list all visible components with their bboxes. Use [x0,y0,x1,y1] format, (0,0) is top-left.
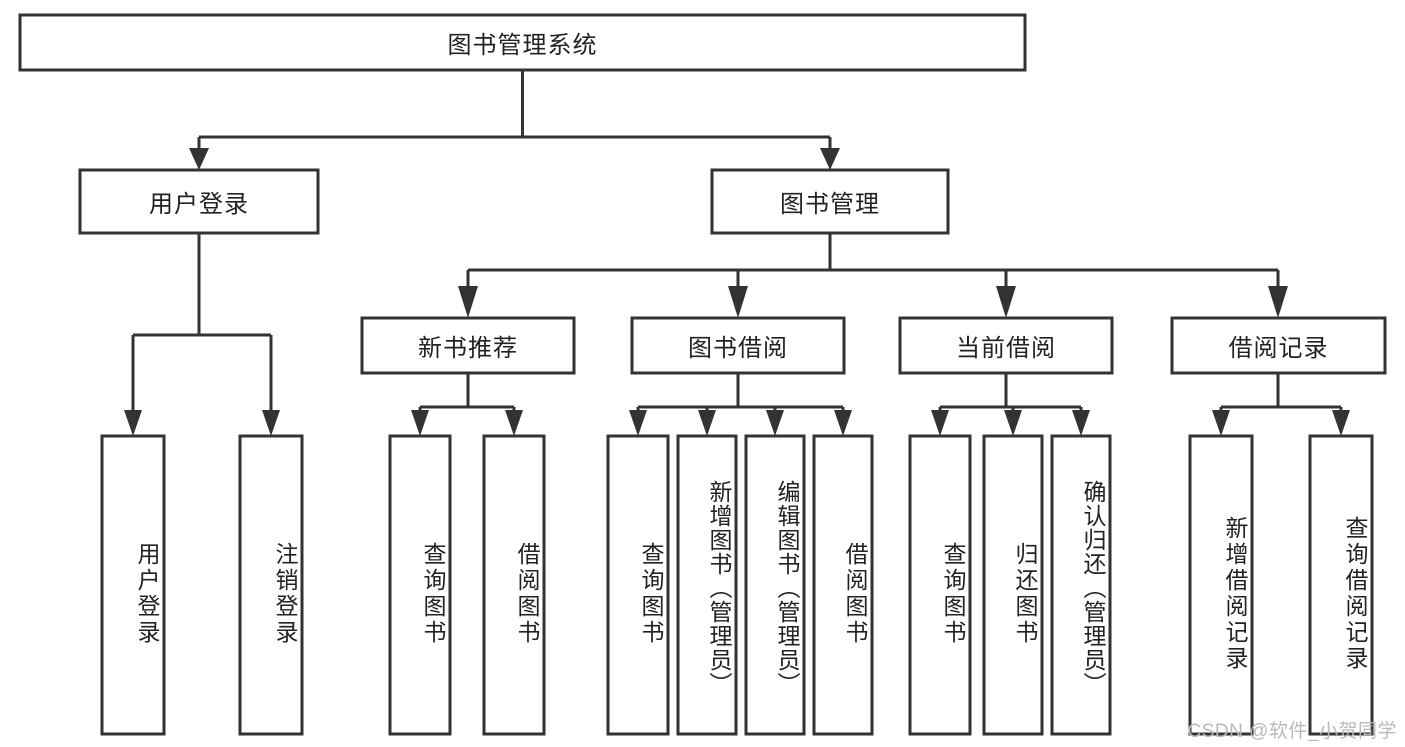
arrow-nb-leaf1 [411,410,429,436]
arrow-bb-leaf3 [766,410,784,436]
node-box-user-login[interactable] [78,168,320,235]
arrow-cb-leaf2 [1004,410,1022,436]
node-box-leaf-9[interactable] [982,434,1044,736]
node-box-leaf-3[interactable] [482,434,546,736]
csdn-watermark: CSDN @软件_小贺同学 [1187,721,1397,742]
node-box-book-borrow[interactable] [630,316,846,375]
arrow-cb-leaf3 [1072,410,1090,436]
arrow-bb-leaf1 [629,410,647,436]
arrow-to-borrow-record [1268,286,1288,318]
arrow-to-leaf-logout [262,410,280,436]
arrow-br-leaf1 [1212,410,1230,436]
node-box-leaf-7[interactable] [812,434,874,736]
node-box-borrow-record[interactable] [1170,316,1387,375]
node-box-group [18,13,1387,736]
node-box-leaf-4[interactable] [606,434,670,736]
connector-group [124,70,1350,436]
node-box-current-borrow[interactable] [898,316,1114,375]
arrow-bb-leaf4 [834,410,852,436]
arrow-to-current-borrow [996,286,1016,318]
node-box-leaf-11[interactable] [1188,434,1254,736]
node-box-leaf-0[interactable] [100,434,166,736]
node-box-leaf-1[interactable] [238,434,304,736]
arrow-to-book-borrow [728,286,748,318]
node-box-new-book-rec[interactable] [360,316,576,375]
node-box-book-manage[interactable] [710,168,950,235]
node-box-leaf-5[interactable] [676,434,738,736]
node-box-root[interactable] [18,13,1027,72]
arrow-to-user-login [189,148,209,170]
node-box-leaf-12[interactable] [1308,434,1374,736]
node-box-leaf-8[interactable] [908,434,972,736]
arrow-to-new-book [458,286,478,318]
node-box-leaf-6[interactable] [744,434,806,736]
arrow-to-leaf-user-login [124,410,142,436]
arrow-to-book-manage [820,148,840,170]
node-box-leaf-2[interactable] [388,434,452,736]
arrow-nb-leaf2 [505,410,523,436]
arrow-cb-leaf1 [931,410,949,436]
node-box-leaf-10[interactable] [1050,434,1112,736]
arrow-bb-leaf2 [698,410,716,436]
arrow-br-leaf2 [1332,410,1350,436]
